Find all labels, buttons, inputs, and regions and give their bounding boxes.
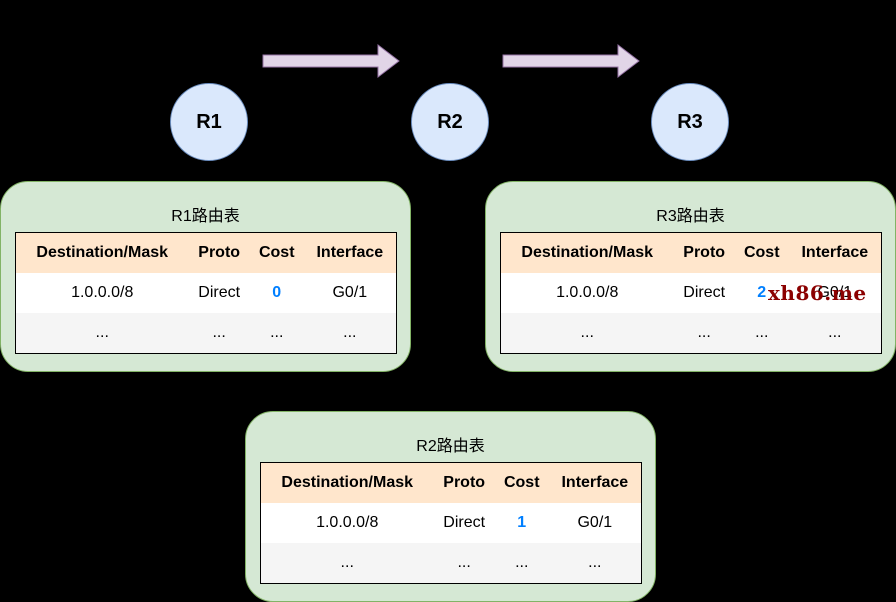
cell-destination: ... — [260, 543, 434, 584]
table-header-row: Destination/Mask Proto Cost Interface — [260, 462, 642, 503]
router-r1-label: R1 — [196, 110, 222, 133]
r3-routing-table-panel: R3路由表 Destination/Mask Proto Cost Interf… — [485, 181, 896, 372]
cell-destination: ... — [500, 313, 674, 354]
cell-proto: ... — [673, 313, 735, 354]
cell-proto: Direct — [673, 273, 735, 313]
router-r1[interactable]: R1 — [170, 83, 248, 161]
r2-routing-table-panel: R2路由表 Destination/Mask Proto Cost Interf… — [245, 411, 656, 602]
r3-routing-table: Destination/Mask Proto Cost Interface 1.… — [500, 232, 882, 354]
header-interface: Interface — [303, 232, 397, 273]
header-proto: Proto — [673, 232, 735, 273]
header-cost: Cost — [249, 232, 304, 273]
arrow-r2-to-r3 — [502, 43, 640, 79]
header-interface: Interface — [548, 462, 642, 503]
table-row: ... ... ... ... — [500, 313, 882, 354]
header-cost: Cost — [734, 232, 789, 273]
cell-destination: ... — [15, 313, 189, 354]
table-row: 1.0.0.0/8 Direct 1 G0/1 — [260, 503, 642, 543]
table-row: 1.0.0.0/8 Direct 0 G0/1 — [15, 273, 397, 313]
cell-interface: G0/1 — [303, 273, 397, 313]
cell-cost: ... — [734, 313, 789, 354]
r1-routing-table-panel: R1路由表 Destination/Mask Proto Cost Interf… — [0, 181, 411, 372]
r2-table-title: R2路由表 — [416, 438, 485, 455]
r2-routing-table: Destination/Mask Proto Cost Interface 1.… — [260, 462, 642, 584]
r1-routing-table: Destination/Mask Proto Cost Interface 1.… — [15, 232, 397, 354]
cell-interface: ... — [788, 313, 882, 354]
header-cost: Cost — [494, 462, 549, 503]
cell-interface: ... — [303, 313, 397, 354]
cell-destination: 1.0.0.0/8 — [15, 273, 189, 313]
cell-cost: 2 — [734, 273, 789, 313]
cell-cost: ... — [494, 543, 549, 584]
table-header-row: Destination/Mask Proto Cost Interface — [500, 232, 882, 273]
header-destination: Destination/Mask — [15, 232, 189, 273]
header-proto: Proto — [433, 462, 495, 503]
table-header-row: Destination/Mask Proto Cost Interface — [15, 232, 397, 273]
router-r2[interactable]: R2 — [411, 83, 489, 161]
header-destination: Destination/Mask — [500, 232, 674, 273]
watermark: xh86.me — [768, 281, 867, 305]
header-interface: Interface — [788, 232, 882, 273]
cell-destination: 1.0.0.0/8 — [500, 273, 674, 313]
cell-interface: ... — [548, 543, 642, 584]
table-row: 1.0.0.0/8 Direct 2 G0/1 — [500, 273, 882, 313]
table-row: ... ... ... ... — [15, 313, 397, 354]
router-r3[interactable]: R3 — [651, 83, 729, 161]
table-row: ... ... ... ... — [260, 543, 642, 584]
cell-proto: ... — [188, 313, 250, 354]
cell-proto: Direct — [188, 273, 250, 313]
router-r2-label: R2 — [437, 110, 463, 133]
cell-proto: Direct — [433, 503, 495, 543]
arrow-r1-to-r2 — [262, 43, 400, 79]
cell-interface: G0/1 — [788, 273, 882, 313]
cell-interface: G0/1 — [548, 503, 642, 543]
r1-table-title: R1路由表 — [171, 208, 240, 225]
r3-table-title: R3路由表 — [656, 208, 725, 225]
cell-proto: ... — [433, 543, 495, 584]
cell-cost: 1 — [494, 503, 549, 543]
header-proto: Proto — [188, 232, 250, 273]
router-r3-label: R3 — [677, 110, 703, 133]
cell-cost: ... — [249, 313, 304, 354]
header-destination: Destination/Mask — [260, 462, 434, 503]
cell-destination: 1.0.0.0/8 — [260, 503, 434, 543]
cell-cost: 0 — [249, 273, 304, 313]
